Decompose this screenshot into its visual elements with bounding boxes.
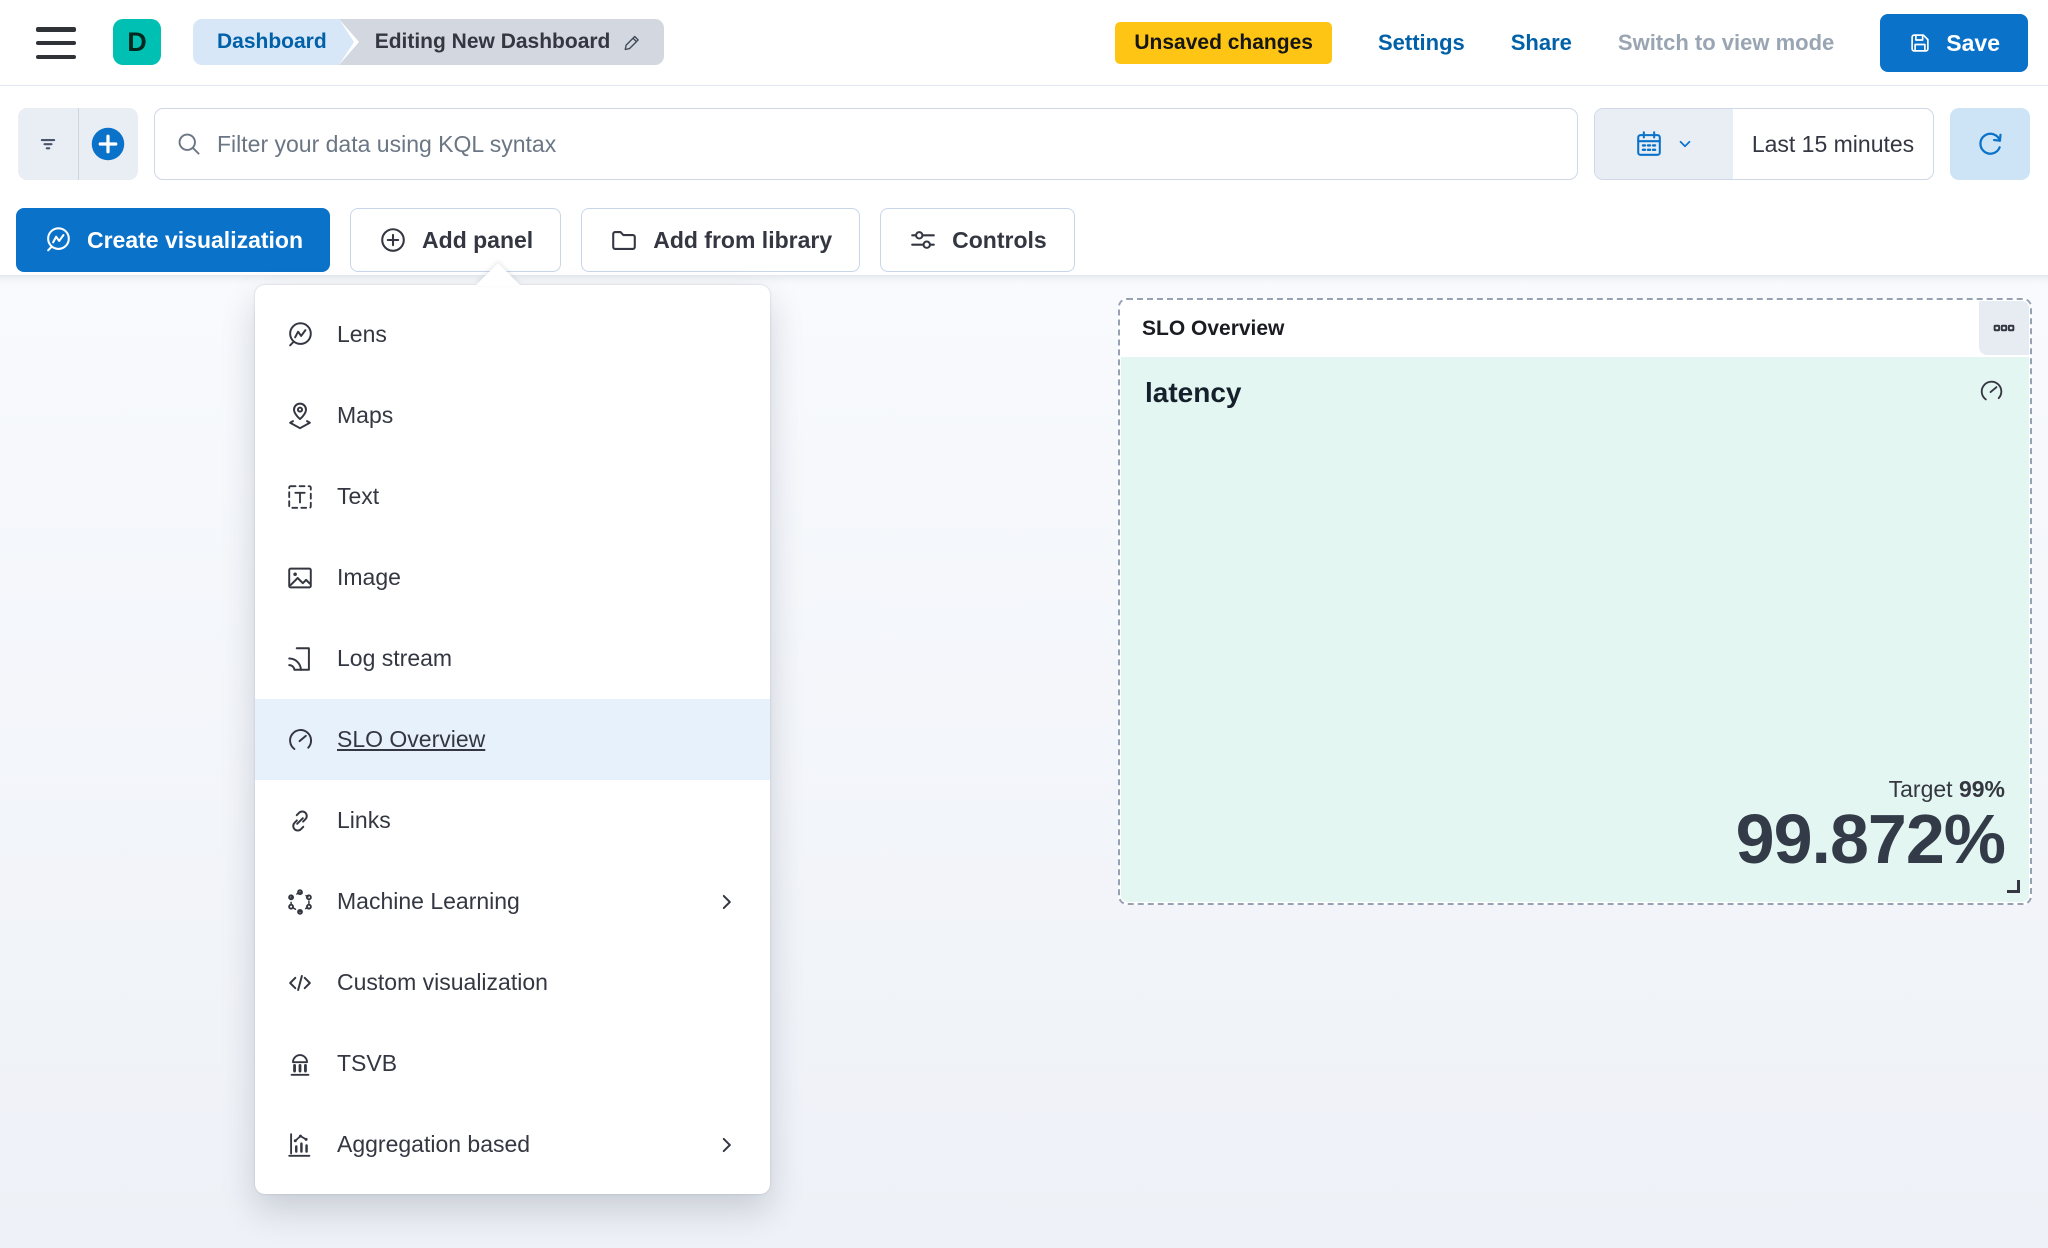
pencil-icon	[624, 35, 640, 51]
add-panel-label: Add panel	[422, 226, 534, 253]
boxes-horizontal-icon	[1993, 324, 2015, 332]
menu-item-label: Lens	[337, 321, 387, 347]
plus-circle-icon	[381, 228, 405, 252]
lens-icon	[47, 227, 70, 252]
space-avatar[interactable]: D	[113, 19, 161, 65]
controls-button[interactable]: Controls	[880, 208, 1075, 272]
breadcrumb-current[interactable]: Editing New Dashboard	[338, 19, 665, 65]
unified-search-bar: Last 15 minutes	[0, 86, 2048, 196]
aggregation-icon	[285, 1130, 315, 1160]
tsvb-icon	[285, 1049, 315, 1079]
time-range-button[interactable]: Last 15 minutes	[1751, 130, 1915, 157]
chevron-right-icon	[714, 889, 740, 915]
folder-icon	[612, 231, 637, 250]
links-icon	[285, 806, 315, 836]
refresh-icon	[1979, 132, 2002, 155]
menu-item-label: Text	[337, 483, 380, 509]
controls-label: Controls	[952, 226, 1047, 253]
log-stream-icon	[285, 644, 315, 674]
filter-menu-button[interactable]	[18, 108, 79, 180]
slo-target-label: Target	[1888, 775, 1953, 802]
settings-link[interactable]: Settings	[1377, 30, 1465, 55]
menu-item-text[interactable]: Text	[255, 456, 770, 537]
gauge-icon	[285, 725, 315, 755]
panel-options-button[interactable]	[1979, 301, 2029, 355]
panel-title: SLO Overview	[1142, 316, 1285, 340]
refresh-button[interactable]	[1950, 108, 2030, 180]
save-icon	[1911, 34, 1929, 52]
dashboard-toolbar: Create visualization Add panel Add from …	[0, 196, 2048, 275]
slo-name: latency	[1145, 377, 1242, 408]
unsaved-changes-badge: Unsaved changes	[1115, 22, 1332, 64]
menu-item-lens[interactable]: Lens	[255, 294, 770, 375]
breadcrumb-label: Dashboard	[217, 30, 327, 53]
menu-item-label: Links	[337, 807, 391, 833]
image-icon	[285, 563, 315, 593]
save-button[interactable]: Save	[1880, 14, 2028, 72]
filter-button-group	[18, 108, 138, 180]
text-icon	[285, 482, 315, 512]
menu-item-links[interactable]: Links	[255, 780, 770, 861]
menu-item-label: Image	[337, 564, 401, 590]
chevron-down-icon	[1679, 140, 1691, 148]
menu-item-aggregation-based[interactable]: Aggregation based	[255, 1104, 770, 1185]
menu-item-machine-learning[interactable]: Machine Learning	[255, 861, 770, 942]
gauge-icon	[1977, 377, 2005, 405]
add-filter-button[interactable]	[79, 108, 139, 180]
filter-icon	[40, 139, 55, 150]
menu-item-slo-overview[interactable]: SLO Overview	[255, 699, 770, 780]
panel-resize-handle[interactable]	[2007, 880, 2020, 893]
panel-body: latency Target 99% 99.872%	[1121, 357, 2029, 902]
menu-item-log-stream[interactable]: Log stream	[255, 618, 770, 699]
menu-item-label: SLO Overview	[337, 726, 486, 752]
share-link[interactable]: Share	[1510, 30, 1572, 55]
hamburger-icon[interactable]	[36, 27, 76, 59]
sliders-icon	[911, 231, 935, 249]
breadcrumb: Dashboard Editing New Dashboard	[193, 19, 665, 65]
slo-target: Target 99%	[1736, 776, 2005, 803]
kql-search-input[interactable]	[217, 130, 1557, 158]
save-button-label: Save	[1946, 29, 2000, 56]
plus-circle-filled-icon	[92, 127, 125, 161]
menu-item-label: Machine Learning	[337, 888, 520, 914]
menu-item-custom-visualization[interactable]: Custom visualization	[255, 942, 770, 1023]
date-picker-group: Last 15 minutes	[1594, 108, 1934, 180]
kql-query-box	[154, 108, 1578, 180]
date-quick-select-button[interactable]	[1595, 109, 1733, 179]
add-from-library-label: Add from library	[653, 226, 833, 253]
maps-icon	[285, 401, 315, 431]
switch-to-view-mode-link[interactable]: Switch to view mode	[1617, 30, 1835, 55]
menu-item-label: Aggregation based	[337, 1131, 531, 1157]
breadcrumb-label: Editing New Dashboard	[374, 30, 611, 53]
header-actions: Unsaved changes Settings Share Switch to…	[1115, 0, 2028, 86]
add-from-library-button[interactable]: Add from library	[581, 208, 861, 272]
search-icon	[178, 133, 200, 155]
slo-overview-panel[interactable]: SLO Overview latency Target 99% 99.872%	[1118, 298, 2032, 905]
breadcrumb-dashboard[interactable]: Dashboard	[193, 19, 359, 65]
create-visualization-button[interactable]: Create visualization	[16, 208, 331, 272]
app-header: D Dashboard Editing New Dashboard Unsave…	[0, 0, 2048, 86]
add-panel-button[interactable]: Add panel	[350, 208, 562, 272]
menu-item-label: Custom visualization	[337, 969, 548, 995]
menu-item-maps[interactable]: Maps	[255, 375, 770, 456]
add-panel-menu: Lens Maps Text	[255, 285, 770, 1194]
menu-item-label: Log stream	[337, 645, 453, 671]
slo-target-value: 99%	[1958, 775, 2005, 802]
menu-item-label: TSVB	[337, 1050, 398, 1076]
slo-value: 99.872%	[1735, 799, 2006, 878]
lens-icon	[285, 320, 315, 350]
code-icon	[285, 968, 315, 998]
chevron-right-icon	[714, 1132, 740, 1158]
panel-header: SLO Overview	[1120, 300, 2030, 357]
menu-item-image[interactable]: Image	[255, 537, 770, 618]
menu-item-label: Maps	[337, 402, 394, 428]
menu-item-tsvb[interactable]: TSVB	[255, 1023, 770, 1104]
slo-values: Target 99% 99.872%	[1735, 776, 2006, 878]
calendar-icon	[1637, 131, 1661, 156]
machine-learning-icon	[285, 887, 315, 917]
create-visualization-label: Create visualization	[87, 226, 304, 253]
